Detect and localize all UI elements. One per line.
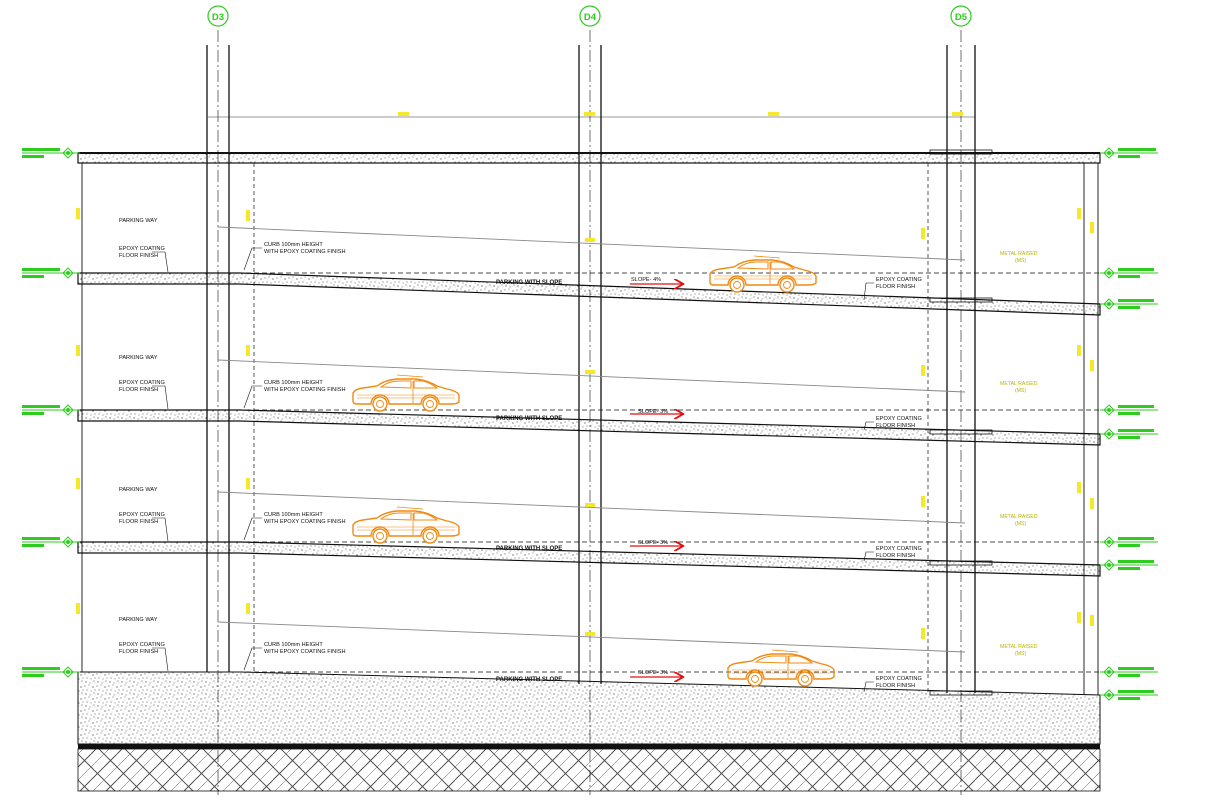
epoxy-label-r1b: FLOOR FINISH (876, 284, 915, 290)
car-icon (352, 374, 460, 412)
ground-fill (77, 671, 1101, 792)
yellow-markers (76, 112, 1094, 639)
level-2-annotations: PARKING WAY EPOXY COATING FLOOR FINISH C… (119, 355, 1038, 431)
grid-label-d4: D4 (584, 12, 597, 23)
epoxy-label-r2b: FLOOR FINISH (876, 423, 915, 429)
grid-bubble-d5: D5 (950, 5, 972, 27)
parking-slope-label-3: PARKING WITH SLOPE (496, 546, 562, 552)
slope-label-1: SLOPE- 4% (631, 277, 661, 283)
epoxy-label-r1a: EPOXY COATING (876, 277, 922, 283)
level-markers-left (22, 152, 80, 673)
metal-label-2b: (MS) (1015, 388, 1027, 394)
epoxy-label-r3a: EPOXY COATING (876, 546, 922, 552)
grid-label-d3: D3 (212, 12, 224, 23)
epoxy-label-4b: FLOOR FINISH (119, 649, 158, 655)
metal-label-4b: (MS) (1015, 651, 1027, 657)
epoxy-label-r2a: EPOXY COATING (876, 416, 922, 422)
level-markers-right (1100, 152, 1158, 696)
car-icon (352, 506, 460, 544)
parking-way-label-2: PARKING WAY (119, 355, 158, 361)
parking-way-label-1: PARKING WAY (119, 218, 158, 224)
parking-slope-label-2: PARKING WITH SLOPE (496, 416, 562, 422)
epoxy-label-4a: EPOXY COATING (119, 642, 165, 648)
epoxy-label-3b: FLOOR FINISH (119, 519, 158, 525)
level-1-annotations: PARKING WAY EPOXY COATING FLOOR FINISH C… (119, 218, 1038, 301)
epoxy-label-3a: EPOXY COATING (119, 512, 165, 518)
level-tag-blocks (22, 148, 1156, 700)
curb-label-1b: WITH EPOXY COATING FINISH (264, 249, 346, 255)
curb-label-2b: WITH EPOXY COATING FINISH (264, 387, 346, 393)
epoxy-label-r4a: EPOXY COATING (876, 676, 922, 682)
grid-bubble-d3: D3 (207, 5, 229, 27)
curb-label-4a: CURB 100mm HEIGHT (264, 642, 323, 648)
epoxy-label-1a: EPOXY COATING (119, 246, 165, 252)
car-icon (727, 649, 835, 687)
slope-label-3: SLOPE- 3% (638, 540, 668, 546)
parking-slope-label-4: PARKING WITH SLOPE (496, 677, 562, 683)
column-d4 (578, 30, 602, 795)
metal-label-4a: METAL RAISED (1000, 644, 1038, 650)
level-3-annotations: PARKING WAY EPOXY COATING FLOOR FINISH C… (119, 487, 1038, 562)
parking-slope-label-1: PARKING WITH SLOPE (496, 280, 562, 286)
epoxy-label-2a: EPOXY COATING (119, 380, 165, 386)
car-icon (709, 255, 817, 293)
curb-label-4b: WITH EPOXY COATING FINISH (264, 649, 346, 655)
metal-label-3b: (MS) (1015, 521, 1027, 527)
curb-label-3b: WITH EPOXY COATING FINISH (264, 519, 346, 525)
metal-label-3a: METAL RAISED (1000, 514, 1038, 520)
slope-label-2: SLOPE- 3% (638, 409, 668, 415)
grid-label-d5: D5 (955, 12, 968, 23)
level-4-annotations: PARKING WAY EPOXY COATING FLOOR FINISH C… (119, 617, 1038, 693)
epoxy-label-r3b: FLOOR FINISH (876, 553, 915, 559)
grid-bubble-d4: D4 (579, 5, 601, 27)
epoxy-label-2b: FLOOR FINISH (119, 387, 158, 393)
curb-label-1a: CURB 100mm HEIGHT (264, 242, 323, 248)
curb-label-3a: CURB 100mm HEIGHT (264, 512, 323, 518)
parking-way-label-4: PARKING WAY (119, 617, 158, 623)
column-d5 (927, 30, 993, 795)
metal-label-1b: (MS) (1015, 258, 1027, 264)
epoxy-label-r4b: FLOOR FINISH (876, 683, 915, 689)
curb-label-2a: CURB 100mm HEIGHT (264, 380, 323, 386)
epoxy-label-1b: FLOOR FINISH (119, 253, 158, 259)
metal-label-1a: METAL RAISED (1000, 251, 1038, 257)
slope-label-4: SLOPE- 3% (638, 670, 668, 676)
metal-label-2a: METAL RAISED (1000, 381, 1038, 387)
parking-way-label-3: PARKING WAY (119, 487, 158, 493)
